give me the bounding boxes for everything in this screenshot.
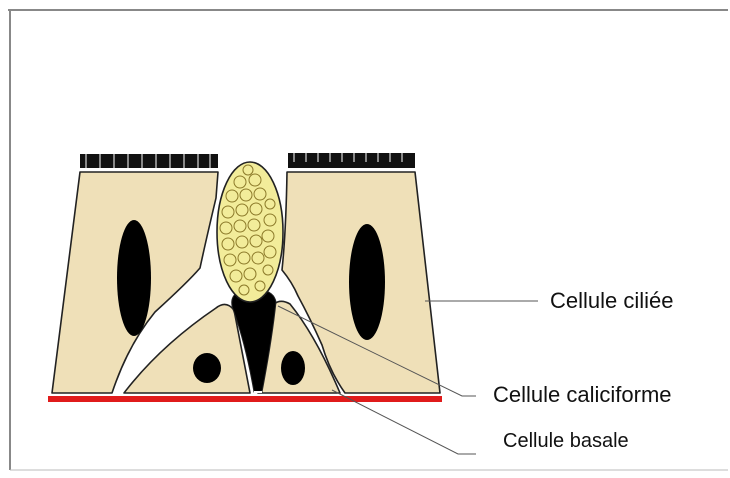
- label-basal-cell: Cellule basale: [503, 430, 629, 452]
- basal-nucleus-right: [281, 351, 305, 385]
- basal-nucleus-left: [193, 353, 221, 383]
- label-goblet-cell: Cellule caliciforme: [493, 382, 672, 407]
- nucleus-right: [349, 224, 385, 340]
- cilia-left: [80, 150, 218, 168]
- cilia-right: [288, 150, 415, 168]
- nucleus-left: [117, 220, 151, 336]
- basement-membrane: [48, 396, 442, 402]
- label-ciliated-cell: Cellule ciliée: [550, 288, 674, 313]
